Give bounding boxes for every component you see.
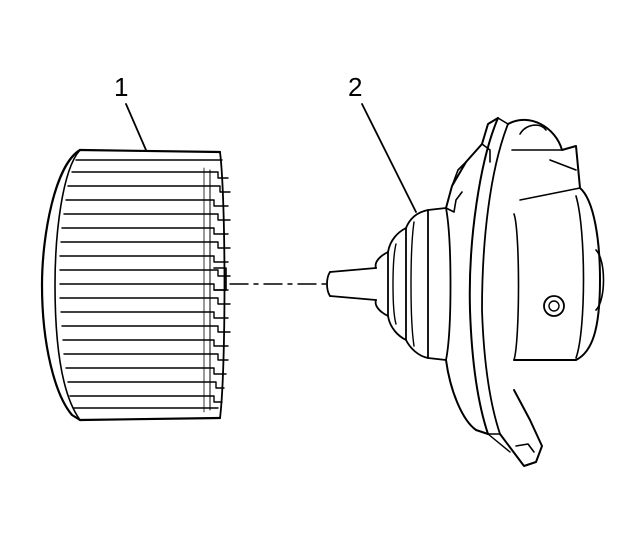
motor-shaft bbox=[326, 267, 377, 301]
callout-1: 1 bbox=[114, 72, 147, 151]
callout-2-leader-line bbox=[361, 103, 417, 213]
blower-motor-icon bbox=[326, 117, 605, 467]
motor-housing bbox=[507, 118, 605, 361]
motor-bolt-icon bbox=[543, 295, 565, 317]
blower-wheel-blades bbox=[59, 159, 231, 413]
callout-2-label: 2 bbox=[348, 72, 362, 102]
callout-1-leader-line bbox=[125, 103, 147, 151]
motor-lower-mounting-tab bbox=[487, 389, 543, 467]
blower-wheel-icon bbox=[40, 148, 231, 422]
callout-2: 2 bbox=[348, 72, 417, 213]
callout-1-label: 1 bbox=[114, 72, 128, 102]
motor-hub bbox=[374, 207, 452, 361]
motor-mounting-flange bbox=[445, 117, 509, 435]
